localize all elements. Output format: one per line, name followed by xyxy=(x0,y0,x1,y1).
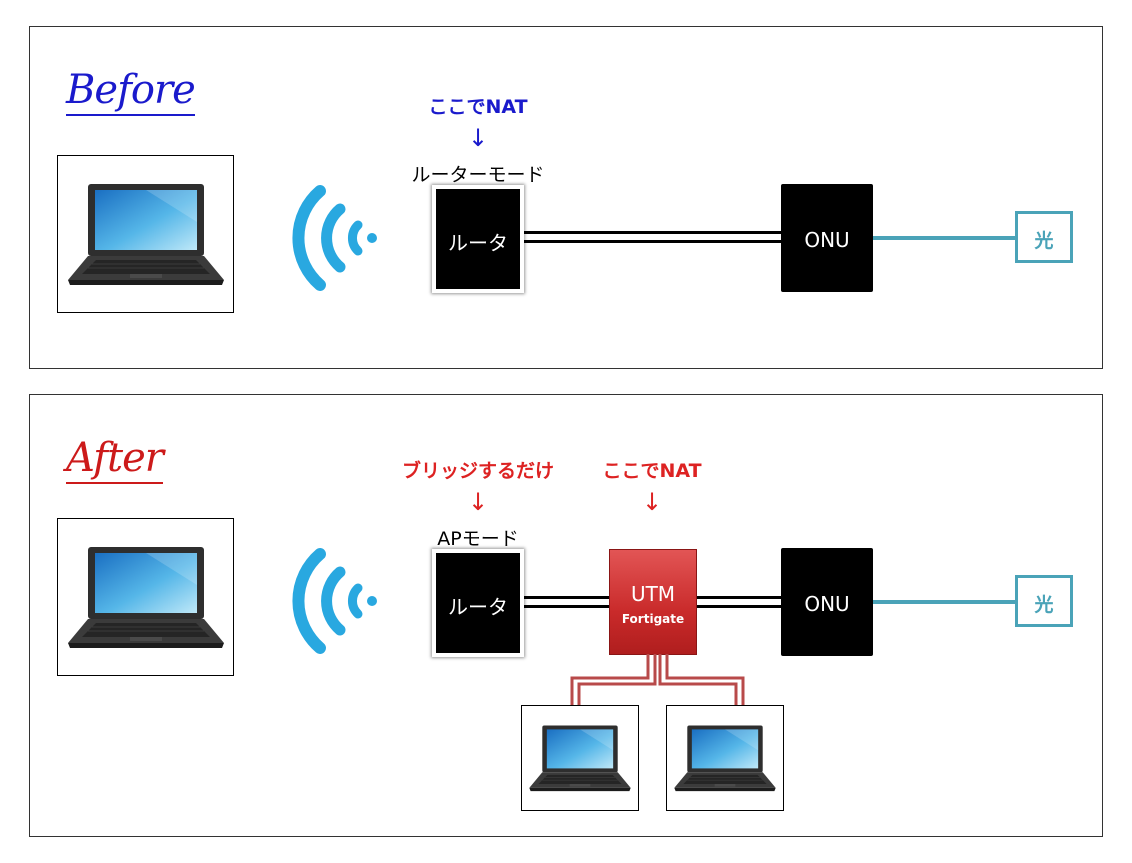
before-fiber-label: 光 xyxy=(1034,230,1054,252)
before-link-top xyxy=(524,231,782,234)
before-onu-label: ONU xyxy=(804,228,850,252)
after-title: After xyxy=(66,438,164,484)
after-mode-label: APモード xyxy=(437,528,519,550)
after-onu: ONU xyxy=(781,548,873,656)
after-bridge-note: ブリッジするだけ xyxy=(401,460,554,482)
after-fiber-line xyxy=(873,600,1015,604)
after-router-label: ルータ xyxy=(448,595,508,619)
lan-laptop-left-frame xyxy=(521,705,639,811)
after-router: ルータ xyxy=(432,549,524,657)
before-laptop-frame xyxy=(57,155,234,313)
before-fiber-line xyxy=(873,236,1015,240)
after-link-utm-onu-bottom xyxy=(697,605,782,608)
after-nat-note: ここでNAT xyxy=(602,460,702,482)
before-router-label: ルータ xyxy=(448,231,508,255)
before-nat-note: ここでNAT xyxy=(428,96,528,118)
laptop-icon xyxy=(66,182,226,286)
before-onu: ONU xyxy=(781,184,873,292)
after-link-router-utm-bottom xyxy=(524,605,610,608)
after-nat-arrow: ↓ xyxy=(641,488,663,516)
before-fiber-box: 光 xyxy=(1015,211,1073,263)
utm-device: UTM Fortigate xyxy=(609,549,697,655)
laptop-icon xyxy=(66,545,226,649)
after-laptop-frame xyxy=(57,518,234,676)
after-link-utm-onu-top xyxy=(697,596,782,599)
wifi-icon xyxy=(288,546,378,656)
laptop-icon xyxy=(673,724,777,792)
after-fiber-label: 光 xyxy=(1034,594,1054,616)
before-link-bottom xyxy=(524,240,782,243)
lan-laptop-right-frame xyxy=(666,705,784,811)
after-link-router-utm-top xyxy=(524,596,610,599)
utm-label: UTM xyxy=(630,582,676,606)
before-mode-label: ルーターモード xyxy=(411,164,545,186)
utm-lan-links xyxy=(570,654,745,706)
wifi-icon xyxy=(288,183,378,293)
laptop-icon xyxy=(528,724,632,792)
utm-sub-label: Fortigate xyxy=(621,612,685,626)
before-nat-arrow: ↓ xyxy=(467,124,489,152)
after-onu-label: ONU xyxy=(804,592,850,616)
after-bridge-arrow: ↓ xyxy=(467,488,489,516)
before-router: ルータ xyxy=(432,185,524,293)
before-title: Before xyxy=(66,70,196,116)
after-fiber-box: 光 xyxy=(1015,575,1073,627)
